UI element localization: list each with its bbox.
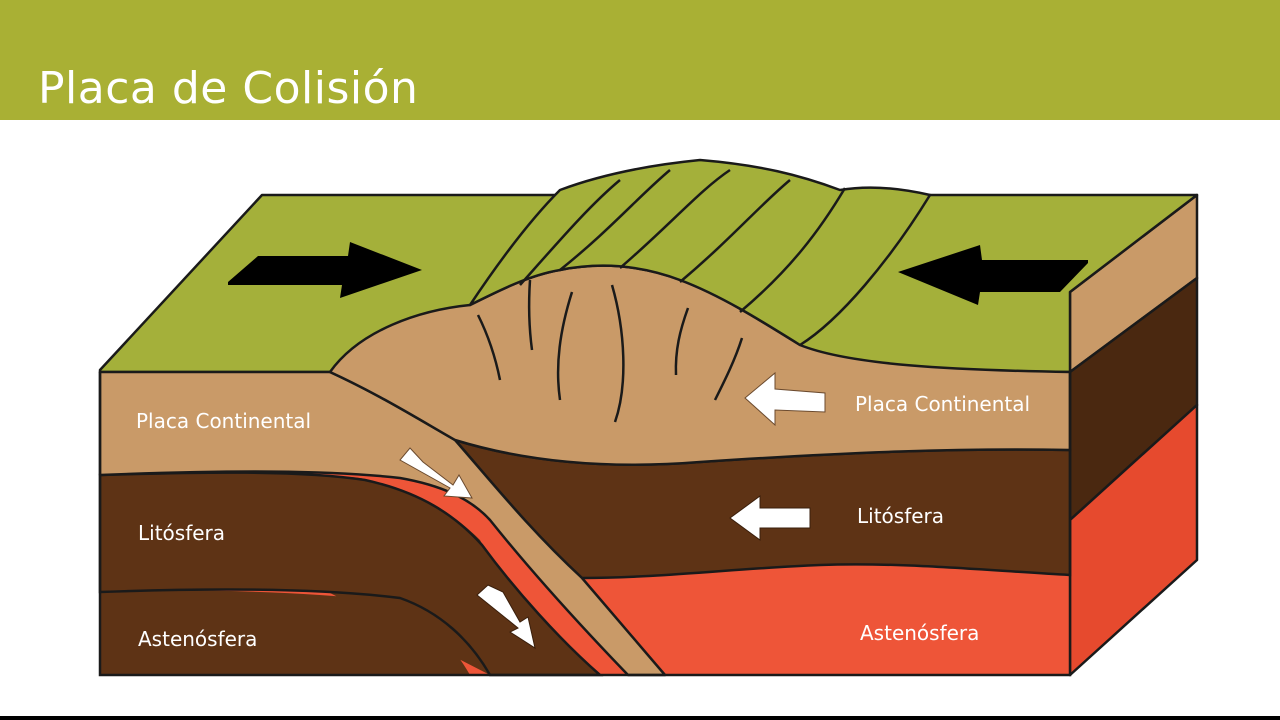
mountain-top bbox=[468, 158, 932, 347]
mountain-ridges bbox=[468, 158, 932, 347]
flow-arrow-crust-right-icon bbox=[744, 371, 826, 427]
fault-lines bbox=[476, 279, 744, 423]
label-right-lithosphere: Litósfera bbox=[857, 504, 944, 528]
header-bar: Placa de Colisión bbox=[0, 0, 1280, 120]
label-left-asthenosphere: Astenósfera bbox=[138, 627, 257, 651]
page-title: Placa de Colisión bbox=[38, 63, 419, 115]
left-lithosphere-body bbox=[98, 471, 604, 677]
bottom-border bbox=[0, 716, 1280, 720]
flow-arrow-subduction-upper-icon bbox=[399, 447, 473, 499]
front-outline bbox=[98, 372, 1072, 677]
plate-motion-left-icon bbox=[898, 245, 1088, 305]
label-right-continental: Placa Continental bbox=[855, 392, 1030, 416]
label-left-continental: Placa Continental bbox=[136, 409, 311, 433]
label-right-asthenosphere: Astenósfera bbox=[860, 621, 979, 645]
block-side-face bbox=[1068, 193, 1199, 677]
plate-motion-right-icon bbox=[228, 242, 422, 298]
label-left-lithosphere: Litósfera bbox=[138, 521, 225, 545]
flow-arrow-subduction-lower-icon bbox=[476, 584, 536, 650]
flow-arrow-lithosphere-right-icon bbox=[729, 495, 811, 541]
